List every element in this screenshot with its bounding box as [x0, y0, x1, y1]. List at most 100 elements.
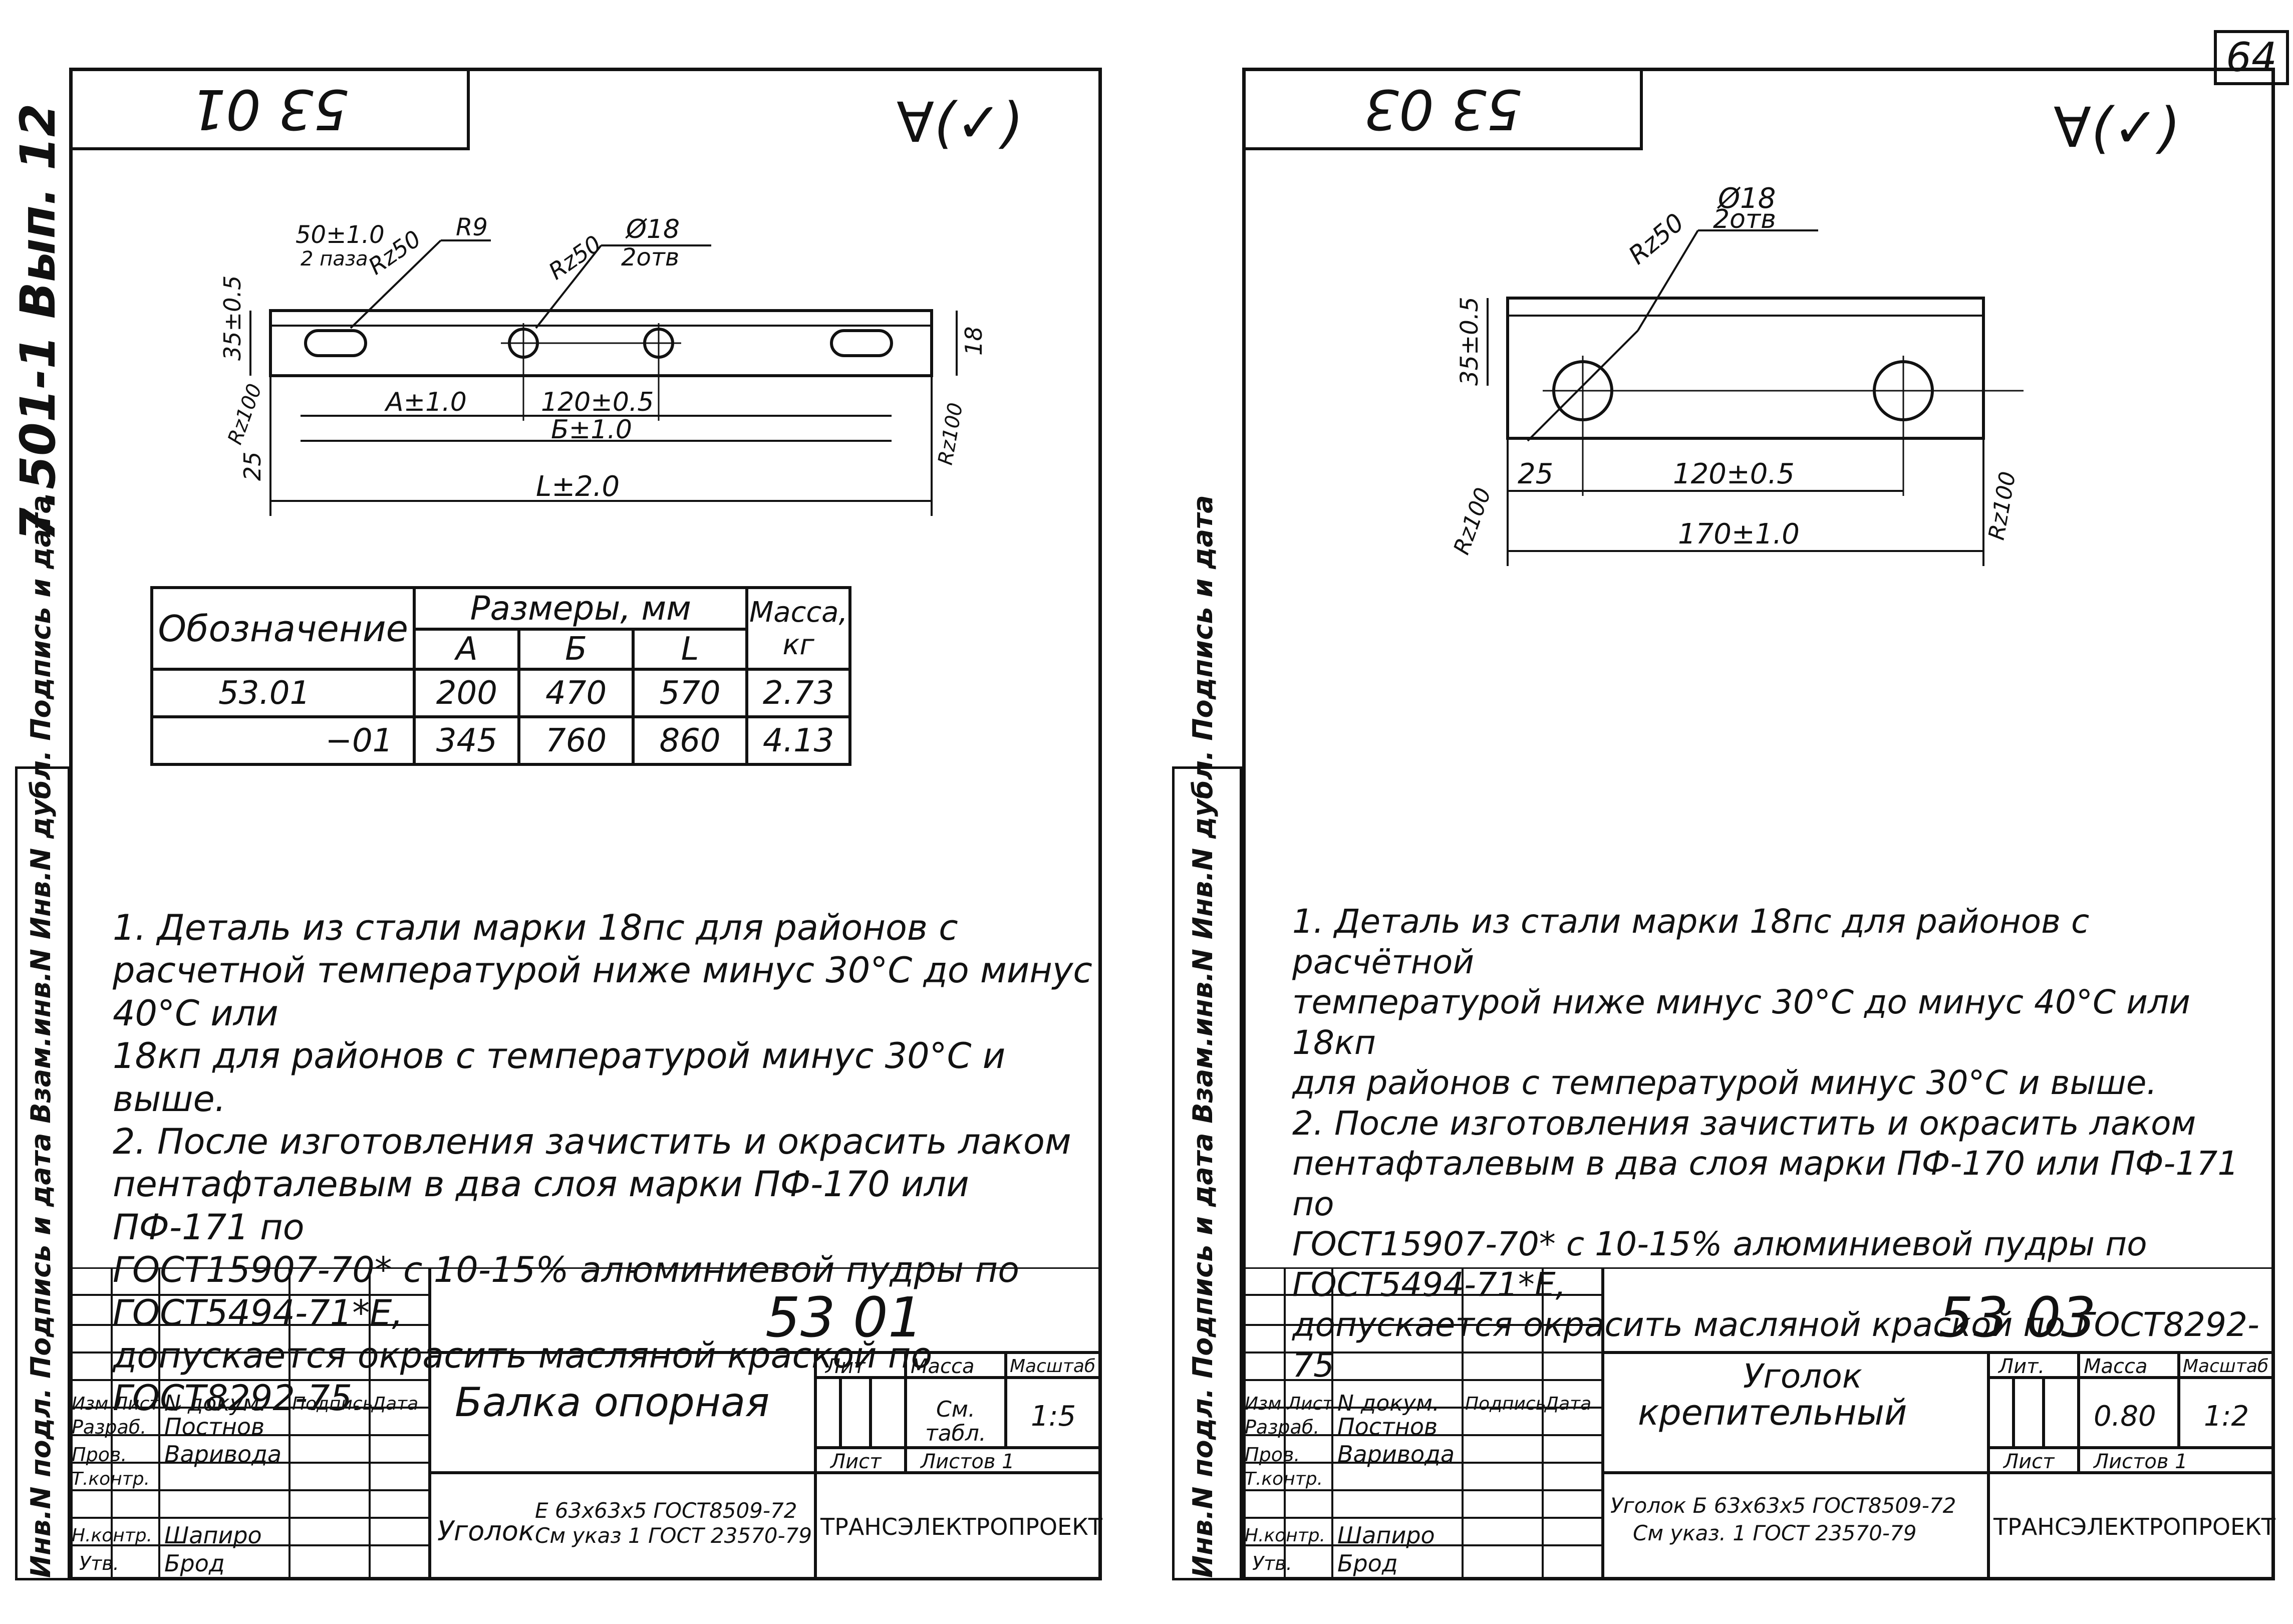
tb-razrab: Разраб. [72, 1416, 147, 1438]
left-dim-a: A±1.0 [384, 387, 467, 417]
left-beam-outline [269, 309, 933, 377]
tb-list: Лист [114, 1394, 160, 1414]
row-designation: 53.01 [150, 668, 416, 718]
left-rz100-left: Rz100 [223, 381, 266, 447]
left-dim-2paza: 2 паза [301, 247, 368, 270]
tb-tkontr: Т.контр. [1245, 1469, 1323, 1489]
left-holes-count: 2отв [621, 243, 679, 272]
right-sheet-code: 53 03 [1363, 77, 1522, 141]
right-stamp-text: Инв.N подл. Подпись и дата Взам.инв.N Ин… [1187, 495, 1219, 1578]
tb-utv-name: Брод [164, 1550, 225, 1577]
tb-code: 53 03 [1938, 1285, 2096, 1349]
tb-sheet: Лист [830, 1450, 882, 1473]
right-angle-outline [1506, 297, 1985, 440]
tb-nkontr-name: Шапиро [164, 1522, 262, 1549]
tb-material-prefix: Уголок [437, 1515, 535, 1547]
left-sheet-code-box: 53 01 [69, 68, 470, 150]
tb-org: ТРАНСЭЛЕКТРОПРОЕКТ [1993, 1513, 2275, 1540]
tb-sheets: Листов 1 [2094, 1450, 2188, 1473]
row-designation: −01 [150, 715, 416, 766]
table-header-designation: Обозначение [150, 586, 416, 671]
right-dim-35: 35±0.5 [1456, 297, 1484, 386]
right-dim-25: 25 [1518, 458, 1553, 490]
left-stamp-text: Инв.N подл. Подпись и дата Взам.инв.N Ин… [25, 495, 57, 1578]
row-a: 200 [413, 668, 521, 718]
tb-mass: Масса [911, 1355, 975, 1378]
right-sheet-frame [1242, 68, 2275, 1580]
right-stamp-strip [1172, 766, 1242, 1580]
row-b: 760 [517, 715, 635, 766]
row-mass: 2.73 [745, 668, 851, 718]
tb-sign: Подпись [1465, 1394, 1546, 1414]
tb-lit: Лит. [1998, 1355, 2045, 1378]
left-sheet-code: 53 01 [190, 77, 349, 141]
left-slot-1 [304, 329, 367, 357]
right-notes: 1. Деталь из стали марки 18пс для районо… [1292, 902, 2259, 1385]
tb-utv: Утв. [79, 1552, 119, 1574]
tb-sheets: Листов 1 [921, 1450, 1015, 1473]
tb-prov-name: Варивода [164, 1441, 282, 1468]
tb-code: 53 01 [765, 1285, 923, 1349]
right-part-drawing: Rz50 Ø18 2отв 35±0.5 Rz100 25 120±0.5 17… [1449, 182, 2024, 566]
tb-mass-value: 0.80 [2094, 1400, 2156, 1433]
tb-list: Лист [1287, 1394, 1333, 1414]
tb-utv-name: Брод [1337, 1550, 1398, 1577]
left-stamp-strip [15, 766, 70, 1580]
left-slot-2 [830, 329, 893, 357]
left-sheet-frame [69, 68, 1102, 1580]
row-a: 345 [413, 715, 521, 766]
right-rz100-left: Rz100 [1449, 484, 1496, 558]
tb-prov: Пров. [72, 1444, 127, 1466]
tb-nkontr: Н.контр. [1245, 1525, 1326, 1546]
tb-utv: Утв. [1252, 1552, 1292, 1574]
tb-prov-name: Варивода [1337, 1441, 1455, 1468]
table-header-sizes: Размеры, мм [413, 586, 749, 631]
left-dim-b: Б±1.0 [551, 415, 632, 445]
left-part-drawing: 50±1.0 2 паза Rz50 R9 Rz50 Ø18 2отв 35±0… [219, 213, 987, 516]
right-holes-count: 2отв [1713, 204, 1776, 234]
table-header-l: L [631, 628, 749, 671]
table-header-a: A [413, 628, 521, 671]
tb-doc: N докум. [164, 1391, 267, 1416]
tb-part-name: Балка опорная [455, 1379, 770, 1426]
tb-scale-value: 1:2 [2204, 1400, 2249, 1433]
tb-razrab-name: Постнов [1337, 1413, 1438, 1440]
left-title-block: Изм Лист N докум. Подпись Дата Разраб. П… [69, 1267, 1102, 1580]
row-l: 860 [631, 715, 749, 766]
row-l: 570 [631, 668, 749, 718]
table-header-mass: Масса, кг [745, 586, 851, 671]
right-sheet-code-box: 53 03 [1242, 68, 1643, 150]
right-title-block-grid [1242, 1267, 2275, 1580]
table-header-b: Б [517, 628, 635, 671]
tb-material-2: См указ 1 ГОСТ 23570-79 [535, 1523, 812, 1548]
tb-nkontr: Н.контр. [72, 1525, 153, 1546]
tb-part-name-2: крепительный [1638, 1392, 1907, 1433]
tb-material-1: Уголок Б 63х63х5 ГОСТ8509-72 [1610, 1493, 1956, 1518]
left-dim-35: 35±0.5 [219, 276, 246, 361]
left-hole-dia: Ø18 [625, 214, 680, 244]
left-dim-18: 18 [960, 326, 987, 356]
tb-part-name-1: Уголок [1743, 1357, 1862, 1396]
left-dim-l: L±2.0 [536, 470, 620, 503]
table-row: 53.01 200 470 570 2.73 [150, 668, 851, 718]
tb-scale: Масштаб [1010, 1356, 1096, 1377]
right-dim-120: 120±0.5 [1673, 458, 1795, 490]
left-roughness-symbol: ∀(✓) [897, 91, 1024, 155]
tb-razrab: Разраб. [1245, 1416, 1320, 1438]
row-b: 470 [517, 668, 635, 718]
tb-org: ТРАНСЭЛЕКТРОПРОЕКТ [820, 1513, 1102, 1540]
left-title-block-grid [69, 1267, 1102, 1580]
tb-scale-value: 1:5 [1031, 1400, 1076, 1433]
right-roughness-symbol: ∀(✓) [2054, 96, 2181, 160]
left-rz100-right: Rz100 [934, 401, 968, 467]
right-dim-170: 170±1.0 [1678, 518, 1800, 551]
left-dim-120: 120±0.5 [541, 387, 654, 417]
left-r9: R9 [456, 213, 488, 241]
tb-date: Дата [372, 1394, 419, 1414]
tb-tkontr: Т.контр. [72, 1469, 150, 1489]
right-title-block: Изм Лист N докум. Подпись Дата Разраб. П… [1242, 1267, 2275, 1580]
tb-lit: Лит [825, 1355, 866, 1378]
left-rz50-b: Rz50 [543, 230, 606, 285]
tb-nkontr-name: Шапиро [1337, 1522, 1435, 1549]
tb-date: Дата [1545, 1394, 1592, 1414]
